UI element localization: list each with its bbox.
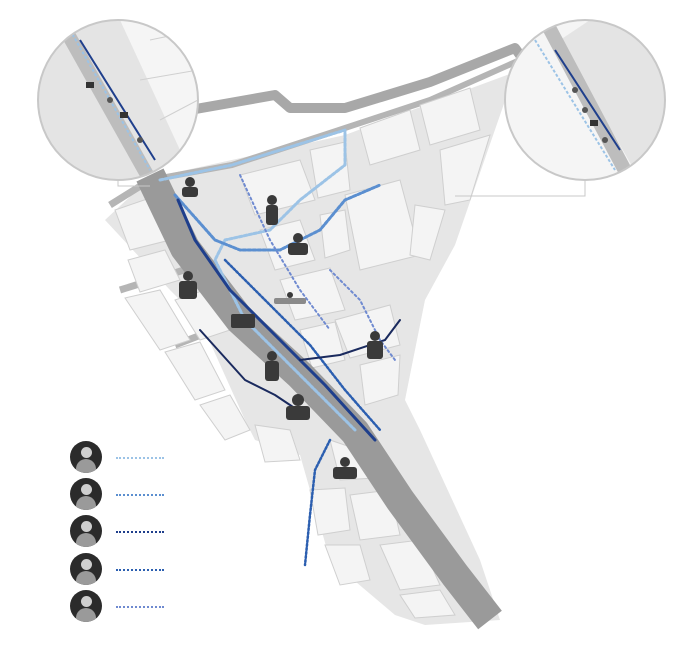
person-photo-icon: [70, 590, 102, 622]
legend-route-3: [70, 515, 190, 549]
person-photo-icon: [70, 553, 102, 585]
outer-wall: [189, 43, 530, 115]
people-figure-icon: [265, 351, 279, 381]
person-photo-icon: [70, 515, 102, 547]
legend-route-5: [70, 590, 190, 624]
people-figure-icon: [266, 195, 278, 225]
legend-line: [116, 606, 164, 608]
detail-inset-left: [37, 19, 199, 181]
legend-line: [116, 494, 164, 496]
legend-route-2: [70, 478, 190, 512]
detail-inset-right: [504, 19, 666, 181]
legend-route-4: [70, 553, 190, 587]
people-figure-icon: [179, 271, 197, 299]
city-blocks: [114, 87, 491, 619]
legend-line: [116, 457, 164, 459]
people-figure-icon: [274, 292, 306, 304]
people-figure-icon: [367, 331, 383, 359]
inset-leader-left: [117, 180, 150, 187]
person-photo-icon: [70, 441, 102, 473]
people-figure-icon: [333, 457, 357, 479]
person-photo-icon: [70, 478, 102, 510]
walking-routes: [158, 128, 401, 567]
people-figure-icon: [231, 314, 255, 328]
legend-line: [116, 569, 164, 571]
legend-route-1: [70, 441, 190, 475]
people-figures: [179, 177, 383, 479]
people-figure-icon: [286, 394, 310, 420]
inset-leader-right: [455, 180, 586, 197]
people-figure-icon: [182, 177, 198, 197]
people-figure-icon: [288, 233, 308, 255]
legend-line: [116, 531, 164, 533]
